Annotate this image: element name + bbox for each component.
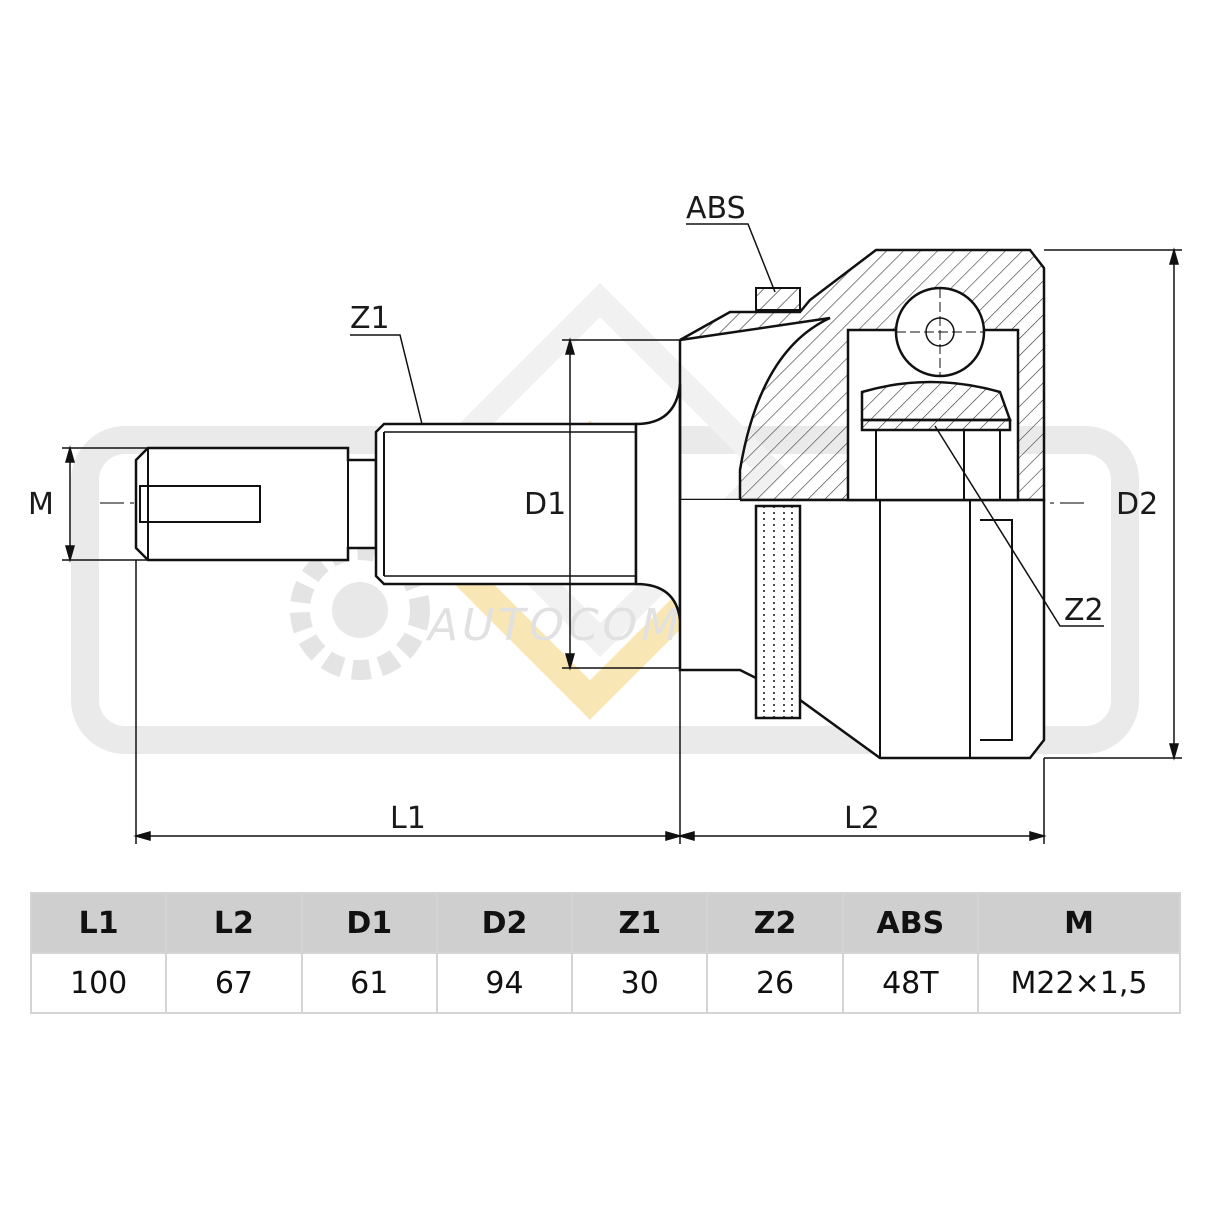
label-d1: D1 <box>524 487 566 522</box>
spec-table: L1 L2 D1 D2 Z1 Z2 ABS M 100 67 61 94 30 … <box>29 892 1181 1014</box>
table-row: 100 67 61 94 30 26 48T M22×1,5 <box>29 952 1181 1014</box>
gear-logo-icon <box>290 540 430 680</box>
label-z2: Z2 <box>1064 593 1104 628</box>
header-cell: Z1 <box>571 892 709 954</box>
label-abs: ABS <box>686 191 746 226</box>
leaders <box>350 223 1104 627</box>
value-cell: 30 <box>571 952 709 1014</box>
table-header-row: L1 L2 D1 D2 Z1 Z2 ABS M <box>29 892 1181 954</box>
label-d2: D2 <box>1116 487 1158 522</box>
label-l1: L1 <box>390 801 426 836</box>
threaded-stub <box>134 446 378 562</box>
shaft-neck <box>634 383 682 621</box>
dimension-lines <box>62 247 1182 844</box>
label-z1: Z1 <box>350 301 390 336</box>
label-m: M <box>28 487 54 522</box>
header-cell: L2 <box>165 892 303 954</box>
value-cell: 26 <box>706 952 844 1014</box>
outer-housing <box>678 248 1046 760</box>
header-cell: ABS <box>841 892 980 954</box>
value-cell: 48T <box>841 952 980 1014</box>
splined-shaft <box>374 422 638 586</box>
abs-ring <box>754 287 802 720</box>
header-cell: L1 <box>29 892 168 954</box>
header-cell: D2 <box>435 892 574 954</box>
value-cell: M22×1,5 <box>977 952 1181 1014</box>
value-cell: 67 <box>165 952 303 1014</box>
value-cell: 100 <box>29 952 168 1014</box>
ball <box>894 286 986 378</box>
header-cell: D1 <box>300 892 438 954</box>
header-cell: M <box>977 892 1181 954</box>
value-cell: 61 <box>300 952 438 1014</box>
label-l2: L2 <box>844 801 880 836</box>
value-cell: 94 <box>435 952 574 1014</box>
header-cell: Z2 <box>706 892 844 954</box>
